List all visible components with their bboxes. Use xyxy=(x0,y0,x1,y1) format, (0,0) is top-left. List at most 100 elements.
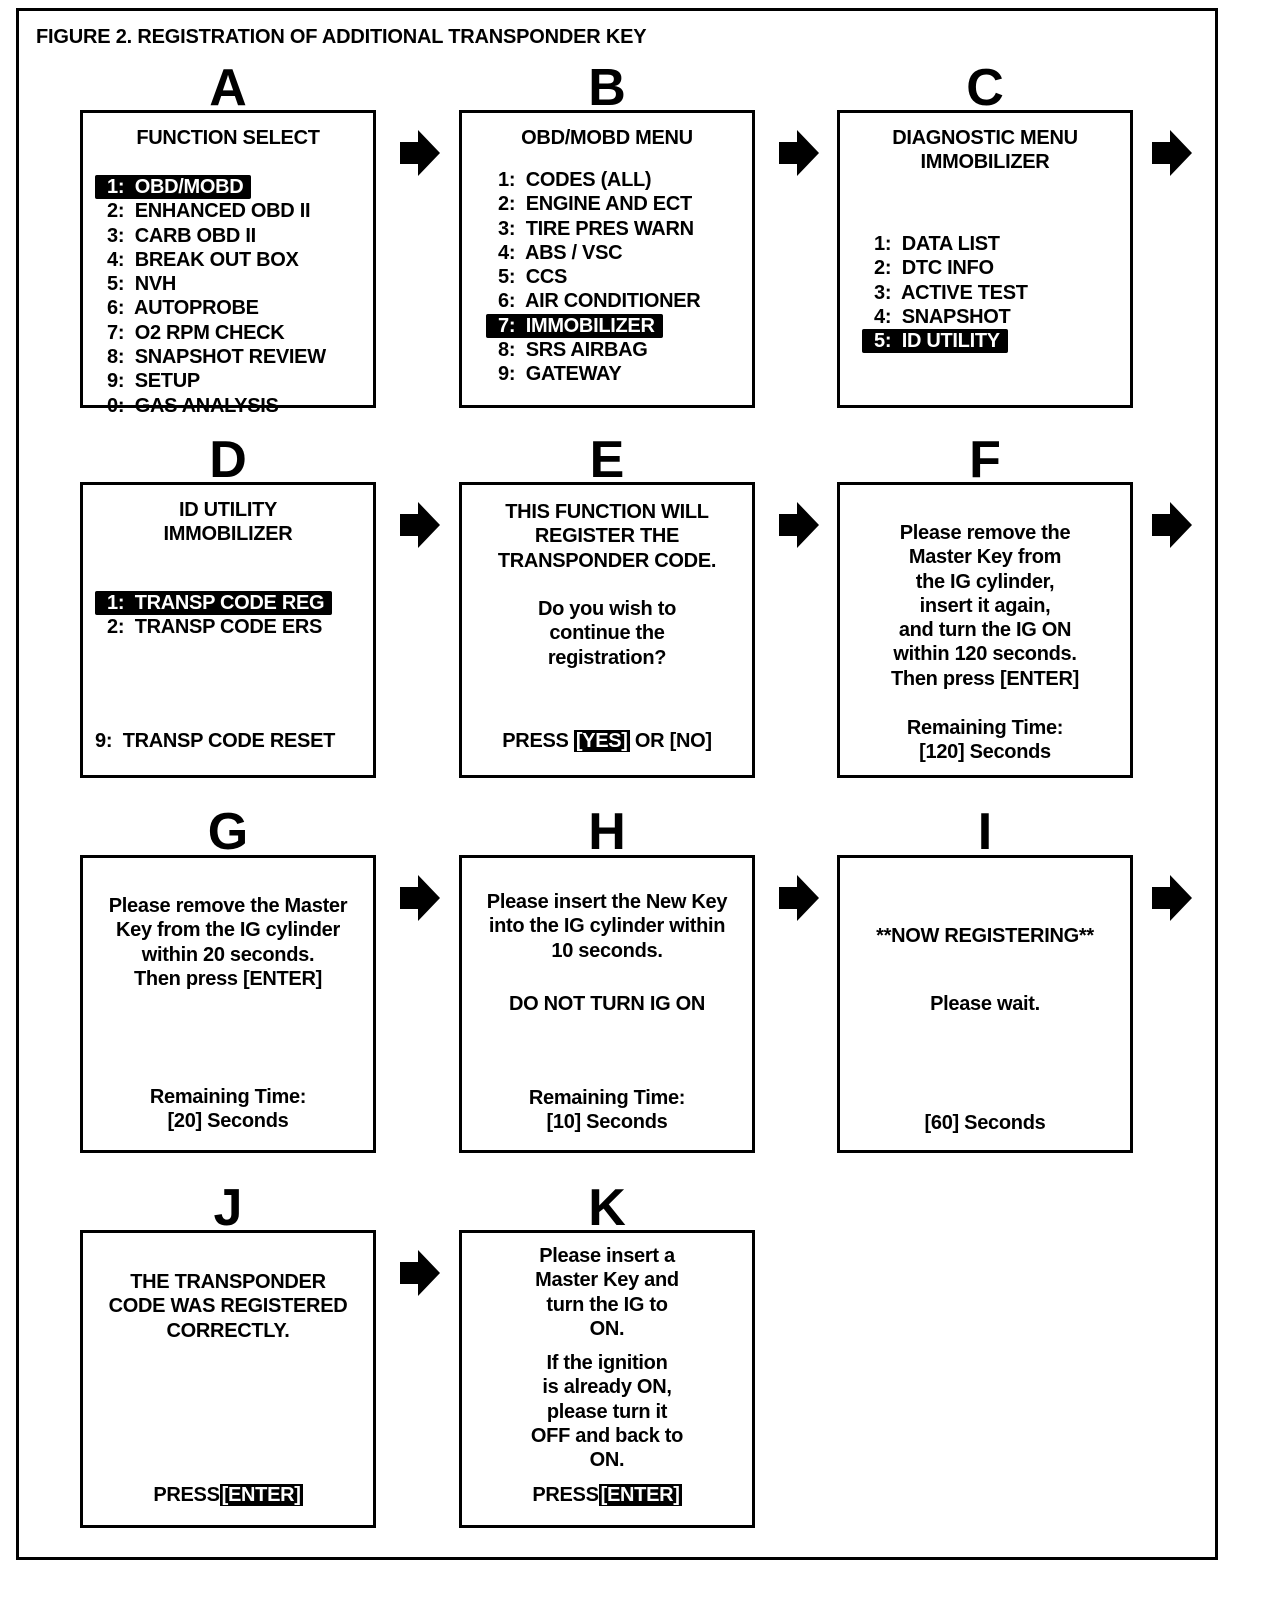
panel-letter-i: I xyxy=(977,803,993,861)
text-line: Master Key from xyxy=(908,546,1062,569)
menu-item[interactable]: 1: CODES (ALL) xyxy=(498,169,652,191)
line: 1: CODES (ALL) xyxy=(498,168,700,192)
line: 4: ABS / VSC xyxy=(498,241,700,265)
line: DO NOT TURN IG ON xyxy=(462,992,752,1016)
menu-item[interactable]: 4: ABS / VSC xyxy=(498,241,623,264)
text-line: ON. xyxy=(589,1317,625,1340)
screen-text: [60] Seconds xyxy=(840,1111,1130,1135)
panel-letter-k: K xyxy=(588,1179,626,1237)
menu-item[interactable]: 5: NVH xyxy=(107,273,177,296)
menu-item[interactable]: 9: SETUP xyxy=(107,370,200,393)
text-line: Please insert the New Key xyxy=(486,891,728,913)
text-line: ON. xyxy=(589,1449,625,1472)
prompt-text: PRESS xyxy=(153,1484,220,1506)
menu-item[interactable]: 3: CARB OBD II xyxy=(107,224,256,247)
highlighted-key[interactable]: [ENTER] xyxy=(219,1484,303,1506)
highlighted-key[interactable]: [ENTER] xyxy=(598,1484,682,1506)
arrow-shape xyxy=(1152,875,1192,921)
text-line: OBD/MOBD MENU xyxy=(521,127,693,149)
menu-item-selected[interactable]: 1: TRANSP CODE REG xyxy=(95,591,333,616)
menu-item[interactable]: 6: AUTOPROBE xyxy=(107,297,259,320)
menu-item[interactable]: 4: BREAK OUT BOX xyxy=(107,248,299,271)
text-line: Please wait. xyxy=(930,993,1040,1015)
line: into the IG cylinder within xyxy=(462,914,752,938)
screen-text: DO NOT TURN IG ON xyxy=(462,992,752,1016)
menu-item[interactable]: 5: CCS xyxy=(498,266,568,289)
text-line: FUNCTION SELECT xyxy=(136,127,320,149)
menu-item[interactable]: 4: SNAPSHOT xyxy=(874,305,1011,328)
line: 3: ACTIVE TEST xyxy=(874,281,1028,305)
line: 2: DTC INFO xyxy=(874,256,1028,280)
text-line: within 20 seconds. xyxy=(141,943,315,966)
arrow-shape xyxy=(779,875,819,921)
line: CORRECTLY. xyxy=(83,1319,373,1343)
menu-item[interactable]: 1: DATA LIST xyxy=(874,233,1000,255)
line: 9: SETUP xyxy=(107,369,326,393)
panel-letter-b: B xyxy=(588,59,626,117)
arrow-shape xyxy=(779,130,819,176)
line: OBD/MOBD MENU xyxy=(462,126,752,150)
menu-item[interactable]: 8: SNAPSHOT REVIEW xyxy=(107,346,326,369)
text-line: Remaining Time: xyxy=(528,1087,686,1109)
line: 3: CARB OBD II xyxy=(107,224,326,248)
menu-item[interactable]: 9: GATEWAY xyxy=(498,363,622,386)
prompt-text: OR [NO] xyxy=(629,730,712,752)
menu-item[interactable]: 2: ENGINE AND ECT xyxy=(498,193,692,216)
right-arrow-icon xyxy=(779,502,819,548)
figure-title: FIGURE 2. REGISTRATION OF ADDITIONAL TRA… xyxy=(36,26,647,48)
line: 2: ENHANCED OBD II xyxy=(107,199,326,223)
prompt-text: PRESS xyxy=(532,1484,599,1506)
line: is already ON, xyxy=(462,1375,752,1399)
screen-panel-b: OBD/MOBD MENU 1: CODES (ALL)2: ENGINE AND… xyxy=(459,110,755,408)
key-prompt: PRESS[ENTER] xyxy=(462,1483,752,1507)
text-line: is already ON, xyxy=(542,1376,672,1399)
menu-item[interactable]: 3: TIRE PRES WARN xyxy=(498,217,694,240)
menu-item[interactable]: 6: AIR CONDITIONER xyxy=(498,290,701,313)
menu-item-selected[interactable]: 1: OBD/MOBD xyxy=(95,175,252,200)
text-line: turn the IG to xyxy=(546,1293,668,1316)
right-arrow-icon xyxy=(1152,130,1192,176)
text-line: THE TRANSPONDER xyxy=(130,1271,326,1293)
line: 6: AIR CONDITIONER xyxy=(498,289,701,313)
line: Do you wish to xyxy=(462,597,752,621)
menu-item-selected[interactable]: 7: IMMOBILIZER xyxy=(486,313,663,339)
menu-item[interactable]: 8: SRS AIRBAG xyxy=(498,339,648,362)
menu-item[interactable]: 2: TRANSP CODE ERS xyxy=(107,616,323,639)
menu-item[interactable]: 2: DTC INFO xyxy=(874,257,994,280)
panel-letter-h: H xyxy=(588,803,626,861)
menu-item[interactable]: 3: ACTIVE TEST xyxy=(874,281,1028,304)
line: OFF and back to xyxy=(462,1424,752,1448)
line: and turn the IG ON xyxy=(840,618,1130,642)
highlighted-key[interactable]: [YES] xyxy=(573,730,630,752)
menu-item[interactable]: 7: O2 RPM CHECK xyxy=(107,321,285,344)
line: 5: ID UTILITY xyxy=(862,329,1028,354)
line: the IG cylinder, xyxy=(840,570,1130,594)
text-line: IMMOBILIZER xyxy=(163,523,293,546)
text-line: within 120 seconds. xyxy=(893,643,1077,666)
line: Remaining Time: xyxy=(83,1085,373,1109)
menu-item-selected[interactable]: 5: ID UTILITY xyxy=(862,329,1008,354)
line: 7: O2 RPM CHECK xyxy=(107,321,326,345)
text-line: Then press [ENTER] xyxy=(891,667,1079,690)
line: insert it again, xyxy=(840,594,1130,618)
text-line: and turn the IG ON xyxy=(898,619,1072,642)
text-line: IMMOBILIZER xyxy=(920,151,1050,174)
line: 1: OBD/MOBD xyxy=(95,175,326,200)
menu-item[interactable]: 0: GAS ANALYSIS xyxy=(107,394,279,417)
figure-frame xyxy=(16,8,1218,1560)
key-prompt: PRESS[ENTER] xyxy=(83,1483,373,1507)
text-line: THIS FUNCTION WILL xyxy=(505,501,709,523)
menu-item[interactable]: 2: ENHANCED OBD II xyxy=(107,200,311,223)
